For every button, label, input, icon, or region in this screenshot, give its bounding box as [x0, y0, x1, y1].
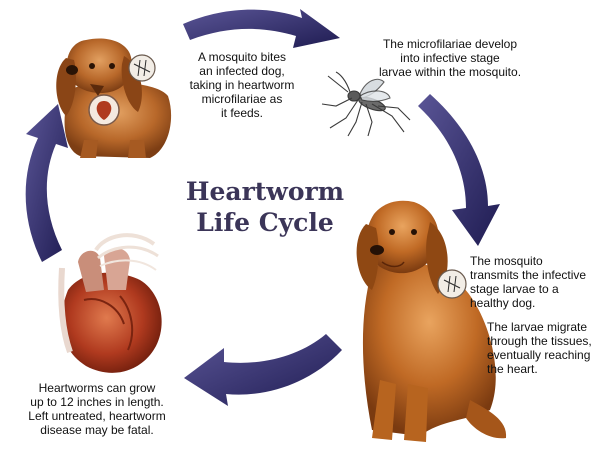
arrow-left — [25, 104, 68, 262]
caption-mosquito-transmits: The mosquito transmits the infective sta… — [470, 254, 587, 310]
caption-heartworms-grow: Heartworms can grow up to 12 inches in l… — [28, 381, 166, 437]
diagram-title: Heartworm Life Cycle — [160, 176, 370, 238]
caption-microfilariae-develop: The microfilariae develop into infective… — [378, 37, 522, 79]
title-line-1: Heartworm — [185, 177, 345, 206]
arrow-right — [418, 94, 500, 246]
golden-retriever-illustration — [356, 200, 507, 442]
infected-heart-illustration — [58, 233, 162, 373]
arrow-top — [183, 9, 340, 48]
caption-larvae-migrate: The larvae migrate through the tissues, … — [487, 320, 592, 376]
title-line-2: Life Cycle — [196, 208, 334, 237]
cycle-arrows — [25, 9, 500, 406]
spaniel-dog-illustration — [56, 38, 172, 158]
mosquito-illustration — [321, 71, 411, 137]
caption-mosquito-bites: A mosquito bites an infected dog, taking… — [189, 50, 295, 120]
arrow-bottom — [184, 334, 342, 406]
